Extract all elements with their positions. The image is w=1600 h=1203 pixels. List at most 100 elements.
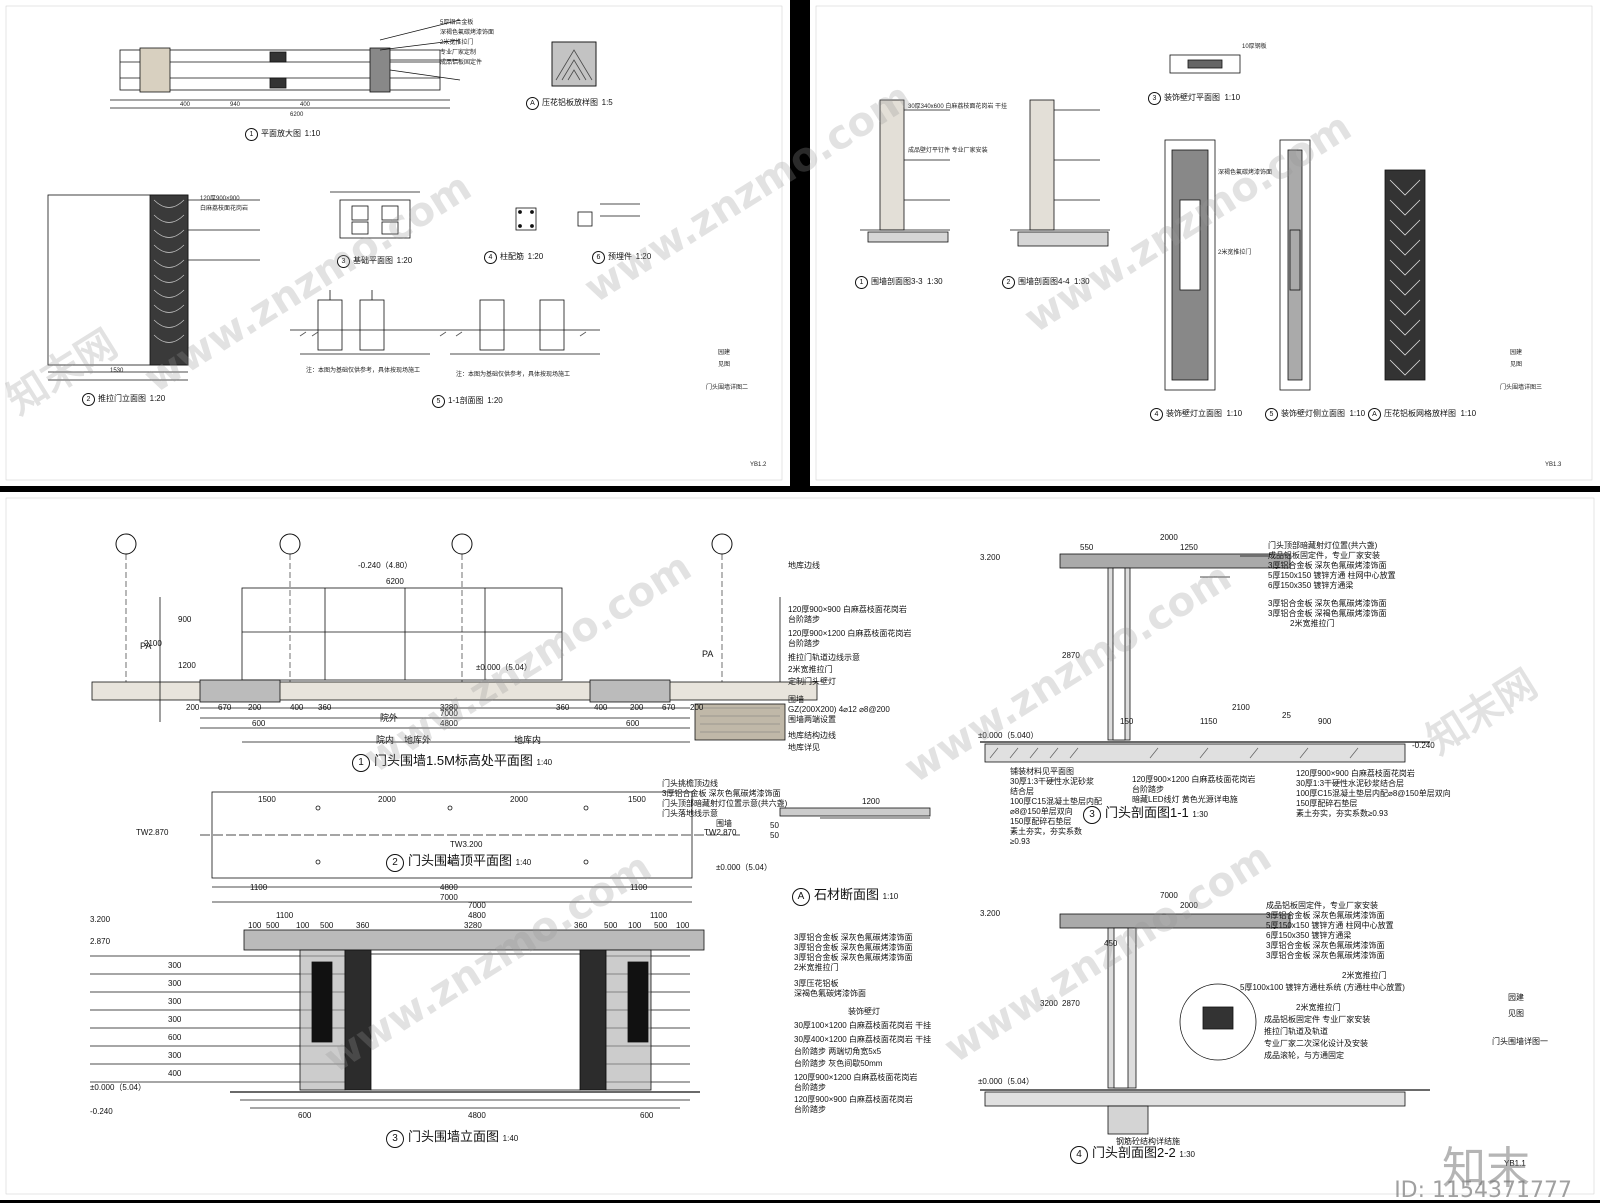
annotation: 2米宽推拉门: [1290, 619, 1335, 628]
pattern-grid-drawing: [1384, 169, 1426, 381]
sheet-label-1: 园建: [718, 350, 731, 356]
dimension: 600: [626, 719, 640, 728]
annotation: 150厚配碎石垫层: [1296, 799, 1358, 808]
annotation: 门头顶部暗藏射灯位置示意(共六盏): [662, 799, 788, 808]
dimension: 500: [604, 921, 618, 930]
annotation: 2米宽推拉门: [1218, 250, 1252, 256]
annotation: 台阶踏步: [794, 1105, 826, 1114]
annotation: 门头顶部暗藏射灯位置(共六盏): [1268, 541, 1378, 550]
annotation: 专业厂家定制: [440, 50, 477, 56]
sliding-door-elevation-drawing: [47, 194, 260, 381]
annotation: 3厚铝合金板 深灰色氟碳烤漆饰面: [794, 953, 913, 962]
dimension: 450: [1104, 939, 1118, 948]
dimension: 7000: [440, 709, 458, 718]
annotation: 白麻荔枝面花岗岩: [200, 206, 249, 212]
brand-logo: 知末: [1442, 1143, 1530, 1194]
label-garage-edge: 地库边线: [788, 561, 820, 570]
annotation: 素土夯实，夯实系数: [1010, 827, 1082, 836]
annotation: 30厚400×1200 白麻荔枝面花岗岩 干挂: [794, 1035, 932, 1044]
dimension: 7000: [440, 893, 458, 902]
annotation: 成品铝板固定件，专业厂家安装: [1266, 901, 1378, 910]
dimension: 150: [1120, 717, 1134, 726]
annotation: 台阶踏步 灰色间歇50mm: [794, 1059, 883, 1068]
annotation: 定制门头壁灯: [788, 677, 836, 686]
dimension: 1530: [110, 368, 124, 374]
annotation: 30厚1:3干硬性水泥砂浆结合层: [1296, 779, 1405, 788]
level-label: ±0.000（5.04）: [978, 1077, 1034, 1086]
annotation: 成品铝板固定件: [440, 60, 483, 66]
annotation: 3厚铝合金板 深褐色氟碳烤漆饰面: [1268, 609, 1387, 618]
annotation: 3厚铝合金板 深灰色氟碳烤漆饰面: [1268, 561, 1387, 570]
dimension: 100: [628, 921, 642, 930]
annotation: 地库结构边线: [788, 731, 836, 740]
annotation: 120厚900×900: [200, 196, 240, 202]
annotation: 120厚900×1200 白麻荔枝面花岗岩: [1132, 775, 1256, 784]
annotation: 2米宽推拉门: [788, 665, 833, 674]
annotation: 台阶踏步: [788, 639, 820, 648]
dimension: 360: [556, 703, 570, 712]
lamp-plan-drawing: [1169, 54, 1241, 74]
sheet-label-2: 见图: [1510, 362, 1523, 368]
note-1: 注：本图为基础仅供参考，具体按现场施工: [306, 368, 421, 374]
dimension: 1200: [862, 797, 880, 806]
dimension: 2000: [1160, 533, 1178, 542]
sheet-code: YB1.1: [1504, 1159, 1526, 1168]
dimension: 300: [168, 1015, 182, 1024]
annotation: 120厚900×900 白麻荔枝面花岗岩: [1296, 769, 1415, 778]
annotation: 地库详见: [788, 743, 820, 752]
annotation: 门头落地线示意: [662, 809, 718, 818]
dimension: 25: [1282, 711, 1291, 720]
dimension: 1150: [1200, 717, 1218, 726]
dimension: 360: [356, 921, 370, 930]
annotation: 120厚900×1200 白麻荔枝面花岗岩: [788, 629, 912, 638]
annotation: 深褐色氟碳烤漆饰面: [440, 30, 495, 36]
level-label: TW2.870: [136, 828, 169, 837]
dimension: 6200: [290, 112, 304, 118]
section-1-1-drawing: [290, 290, 600, 355]
annotation: 3厚压花铝板: [794, 979, 839, 988]
annotation: 围墙: [716, 819, 732, 828]
dimension: 500: [654, 921, 668, 930]
dimension: 3280: [464, 921, 482, 930]
annotation: 专业厂家二次深化设计及安装: [1264, 1039, 1368, 1048]
lamp-side-elevation-drawing: [1279, 139, 1311, 391]
dimension: 200: [248, 703, 262, 712]
annotation: 30厚1:3干硬性水泥砂浆: [1010, 777, 1095, 786]
annotation: 成品铝板固定件 专业厂家安装: [1264, 1015, 1371, 1024]
dimension: 600: [298, 1111, 312, 1120]
dimension: 200: [690, 703, 704, 712]
note-2: 注：本图为基础仅供参考，具体按现场施工: [456, 372, 571, 378]
dimension: 2100: [1232, 703, 1250, 712]
dimension: 400: [594, 703, 608, 712]
annotation: 120厚900×900 白麻荔枝面花岗岩: [788, 605, 907, 614]
dimension: 3200: [1040, 999, 1058, 1008]
dimension: 670: [218, 703, 232, 712]
dimension: 4800: [468, 1111, 486, 1120]
annotation: 门头挑檐顶边线: [662, 779, 718, 788]
dimension: 4800: [440, 719, 458, 728]
section-2-2-drawing: [980, 913, 1430, 1135]
dimension: 1100: [276, 911, 294, 920]
dimension: 300: [168, 979, 182, 988]
annotation: 5厚150x150 镀锌方通 柱网中心放置: [1268, 571, 1396, 580]
annotation: 2米宽推拉门: [794, 963, 839, 972]
annotation: 5厚100x100 镀锌方通柱系统 (方通柱中心放置): [1240, 983, 1405, 992]
annotation: 钢筋砼结构详结施: [1116, 1137, 1180, 1146]
dimension: 300: [168, 997, 182, 1006]
level-label: 3.200: [980, 909, 1001, 918]
annotation: 10厚钢板: [1242, 44, 1267, 50]
dimension: 400: [300, 102, 311, 108]
annotation: 3厚铝合金板 深灰色氟碳烤漆饰面: [662, 789, 781, 798]
level-label: -0.240（4.80）: [358, 561, 413, 570]
annotation: 深褐色氟碳烤漆饰面: [1218, 170, 1273, 176]
stone-section-drawing: [779, 807, 931, 819]
dimension: 1250: [1180, 543, 1198, 552]
dimension: 600: [640, 1111, 654, 1120]
